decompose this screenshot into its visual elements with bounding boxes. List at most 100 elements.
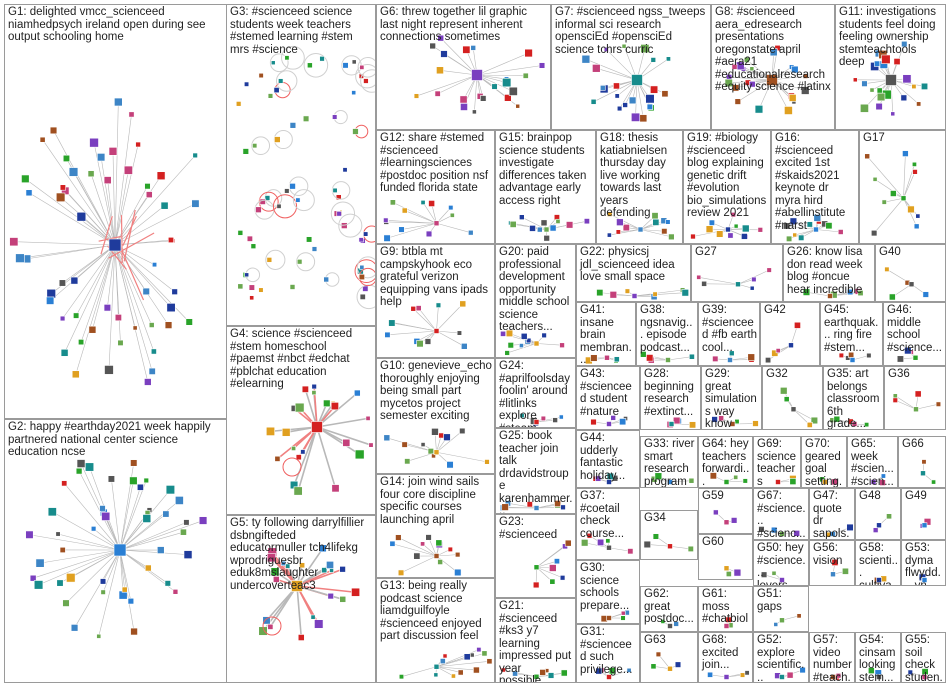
node: [248, 284, 255, 291]
group-g53: G53: dyma flwydd... yn...: [901, 540, 946, 586]
node: [724, 78, 733, 87]
node: [789, 478, 797, 485]
node: [743, 57, 750, 63]
node: [760, 571, 768, 578]
edge: [29, 534, 121, 551]
node: [358, 237, 364, 243]
node: [456, 330, 463, 336]
node: [880, 473, 886, 479]
group-network: [266, 383, 374, 496]
node: [431, 453, 436, 459]
node: [689, 421, 697, 429]
node: [912, 354, 919, 361]
node: [541, 332, 547, 339]
node: [358, 273, 365, 281]
group-network: [780, 387, 819, 428]
node: [508, 86, 518, 96]
node: [665, 219, 671, 225]
node: [144, 378, 152, 386]
edge: [536, 566, 563, 579]
node: [830, 571, 836, 578]
edge: [114, 244, 175, 292]
node: [603, 46, 609, 52]
edge: [640, 220, 664, 230]
node: [539, 669, 546, 676]
node: [650, 57, 657, 63]
node: [436, 66, 444, 75]
node: [540, 219, 548, 227]
edge: [884, 197, 904, 203]
node: [533, 340, 540, 347]
group-network: [596, 287, 689, 301]
self-loop: [265, 249, 286, 270]
node: [766, 74, 778, 86]
group-g65: G65: week #scien... #scien...: [847, 436, 898, 488]
group-network: [413, 34, 546, 115]
edge: [114, 244, 153, 372]
self-loop: [303, 53, 329, 78]
node: [501, 503, 509, 511]
node: [428, 200, 435, 207]
group-g43: G43: #scienceed student #nature: [576, 366, 640, 430]
node: [731, 63, 738, 70]
node: [183, 519, 190, 526]
node: [921, 522, 928, 529]
node: [515, 103, 521, 109]
node: [922, 291, 929, 298]
edge: [114, 205, 165, 246]
node: [851, 421, 858, 427]
group-g68: G68: excited join...: [698, 632, 753, 683]
node: [486, 658, 493, 665]
edge: [647, 544, 671, 547]
node: [56, 579, 64, 587]
node: [640, 44, 650, 54]
node: [62, 599, 70, 607]
edge: [536, 343, 563, 346]
node: [117, 339, 124, 346]
node: [779, 617, 785, 624]
node: [872, 527, 879, 533]
edge: [400, 555, 437, 574]
group-g20: G20: paid professional development oppor…: [495, 244, 576, 358]
node: [471, 69, 483, 81]
node: [46, 296, 55, 305]
group-g10: G10: genevieve_echo thoroughly enjoying …: [376, 358, 495, 474]
edge: [634, 289, 683, 297]
node: [554, 500, 562, 507]
edge: [296, 585, 356, 594]
node: [397, 569, 405, 576]
node: [876, 674, 882, 680]
edge: [436, 666, 454, 677]
node: [435, 302, 442, 308]
node: [665, 357, 671, 363]
edge: [392, 543, 437, 557]
node: [799, 666, 806, 674]
edge: [80, 244, 116, 343]
edge: [401, 222, 437, 230]
node: [237, 230, 244, 236]
node: [342, 438, 351, 447]
group-network: [838, 351, 872, 363]
node: [802, 73, 809, 79]
node: [136, 483, 144, 491]
node: [363, 78, 369, 84]
node: [780, 387, 788, 395]
self-loop: [251, 136, 271, 156]
group-network: [758, 526, 800, 537]
node: [504, 350, 510, 356]
node: [667, 665, 673, 672]
node: [674, 661, 682, 668]
node: [741, 233, 748, 240]
node: [733, 568, 742, 577]
node: [827, 293, 833, 299]
node: [532, 581, 540, 589]
edge: [698, 277, 739, 285]
node: [96, 633, 102, 639]
edge: [786, 225, 817, 230]
self-loop: [354, 259, 375, 284]
node: [470, 45, 477, 51]
node: [476, 647, 482, 653]
edge: [119, 487, 141, 551]
node: [526, 501, 533, 508]
group-g69: G69: science teachers topic...: [753, 436, 801, 488]
